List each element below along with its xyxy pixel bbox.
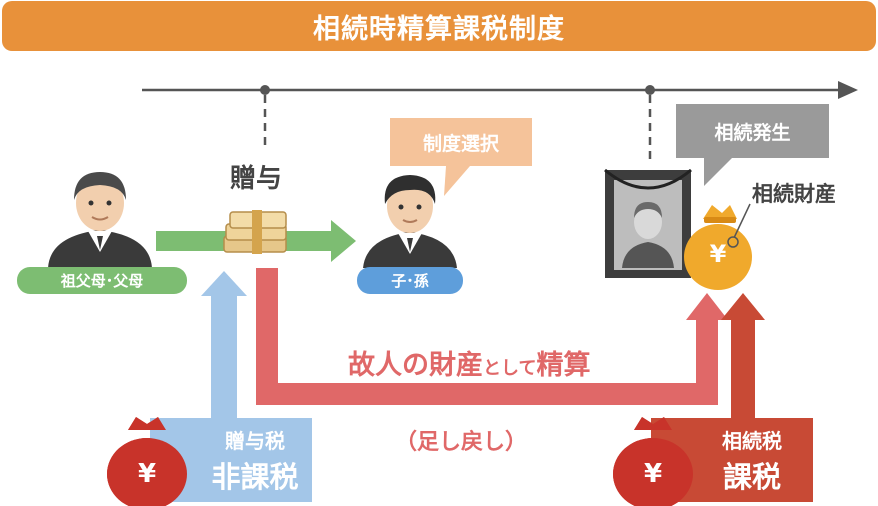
choice-bubble-tail [444, 166, 470, 196]
inheritance-bubble: 相続発生 [676, 104, 829, 158]
choice-bubble: 制度選択 [390, 118, 532, 166]
blue-arrow-body [211, 295, 237, 420]
grandparent-label: 祖父母･父母 [17, 267, 187, 294]
gift-tax-line1: 贈与税 [225, 428, 285, 453]
assets-pointer-line [732, 203, 751, 241]
gift-label: 贈与 [230, 164, 283, 194]
dark-red-arrow-head [721, 293, 765, 320]
inheritance-bubble-tail [704, 158, 732, 186]
gift-tax-line2: 非課税 [211, 459, 299, 494]
settlement-text-part1: 故人の財産 [348, 350, 483, 381]
timeline-marker-gift [260, 85, 270, 95]
blue-arrow-head [201, 271, 247, 296]
settlement-text-part2: として [483, 358, 537, 379]
timeline-marker-inheritance [645, 85, 655, 95]
yen-symbol: ¥ [643, 459, 663, 489]
settlement-arrow-head [686, 293, 728, 320]
yen-symbol: ¥ [709, 240, 727, 268]
page-title: 相続時精算課税制度 [2, 1, 876, 51]
inheritance-tax-box: 相続税 課税 [651, 418, 813, 502]
elder-person-icon [48, 172, 152, 268]
gift-tax-box: 贈与税 非課税 [150, 418, 312, 502]
inheritance-tax-line2: 課税 [722, 459, 781, 494]
yen-symbol: ¥ [137, 459, 157, 489]
inheritance-tax-line1: 相続税 [722, 428, 782, 453]
timeline-arrowhead [838, 81, 858, 99]
inheritance-assets-label: 相続財産 [752, 182, 836, 206]
memorial-portrait-icon [604, 168, 692, 278]
settlement-text-part3: 精算 [536, 350, 591, 381]
settlement-text: 故人の財産として精算 [348, 343, 590, 382]
child-label: 子･孫 [357, 267, 463, 294]
addback-text: （足し戻し） [395, 430, 528, 455]
young-person-icon [363, 175, 457, 268]
gift-arrow-head [331, 220, 356, 262]
assets-pointer-dot [727, 236, 739, 248]
money-bundle-icon [223, 210, 287, 254]
settlement-path [256, 268, 718, 405]
dark-red-arrow-body [731, 318, 755, 423]
